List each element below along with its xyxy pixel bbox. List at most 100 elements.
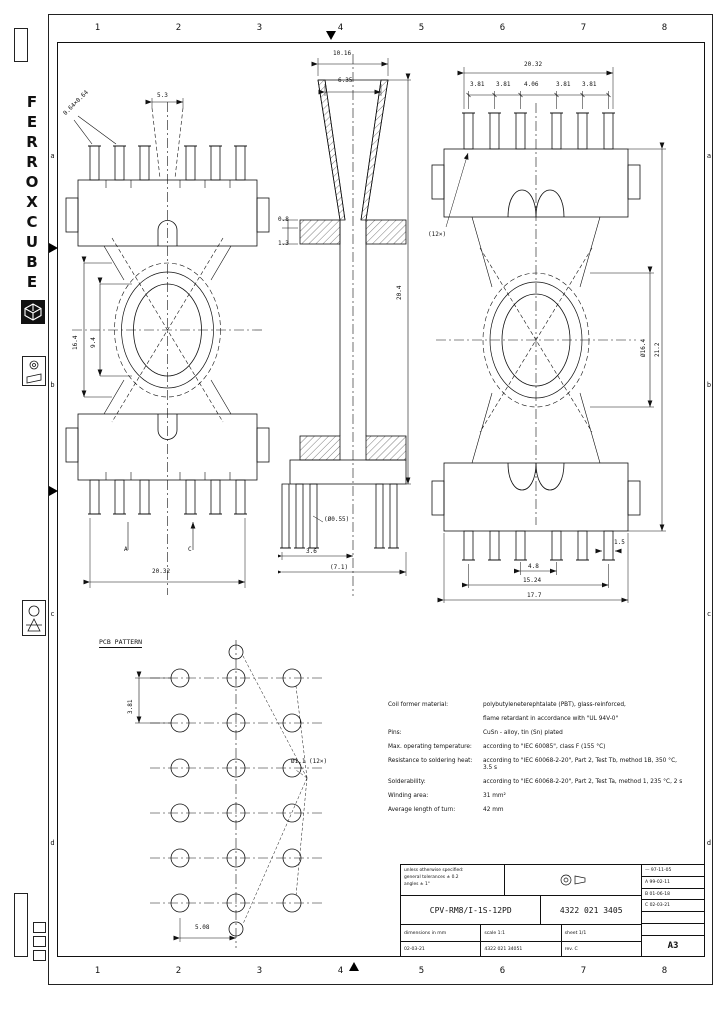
tolerance-note-line: angles ± 1° bbox=[404, 882, 430, 888]
dimension-label: Ø16.4 bbox=[640, 338, 647, 357]
title-block: unless otherwise specified:general toler… bbox=[400, 864, 705, 957]
spec-value: CuSn - alloy, tin (Sn) plated bbox=[483, 729, 563, 736]
dimension-label: 5.08 bbox=[195, 924, 210, 931]
grid-column-number: 1 bbox=[94, 966, 101, 976]
spec-value: 42 mm bbox=[483, 806, 504, 813]
grid-row-letter: d bbox=[706, 838, 712, 847]
spec-label bbox=[388, 716, 483, 723]
registration-box bbox=[33, 950, 46, 961]
revision-row bbox=[642, 912, 704, 925]
logo-letter: C bbox=[26, 213, 38, 231]
logo-letter: R bbox=[26, 153, 38, 171]
revision-row: — 97-11-05 bbox=[642, 865, 704, 877]
title-info-cell: dimensions in mm bbox=[401, 925, 482, 941]
spec-value: according to "IEC 60068-2-20", Part 2, T… bbox=[483, 757, 677, 771]
title-info-cell: 4322 021 34051 bbox=[481, 942, 562, 956]
registration-box bbox=[33, 922, 46, 933]
dimension-label: 17.7 bbox=[527, 592, 542, 599]
logo-letter: U bbox=[25, 233, 39, 251]
grid-row-letter: b bbox=[50, 381, 55, 390]
back-view-drawing bbox=[431, 67, 666, 603]
dimension-label: 3.6 bbox=[306, 548, 317, 555]
ferroxcube-logo-icon bbox=[21, 300, 45, 324]
pin-diameter-note: (Ø0.55) bbox=[324, 516, 350, 523]
fold-mark-left-2 bbox=[49, 486, 58, 496]
projection-symbol-icon bbox=[22, 356, 46, 386]
logo-letter: F bbox=[26, 93, 38, 111]
spec-label: Resistance to soldering heat: bbox=[388, 757, 473, 764]
drawing-frame bbox=[57, 42, 705, 957]
hole-diameter-note: Ø1.1 (12×) bbox=[291, 758, 328, 765]
spec-label: Pins: bbox=[388, 729, 402, 736]
logo-letter: E bbox=[26, 273, 38, 291]
spec-row: Coil former material:polybutyleneterepht… bbox=[388, 702, 688, 709]
spec-row: Average length of turn: 42 mm bbox=[388, 807, 688, 814]
grid-column-number: 2 bbox=[175, 966, 182, 976]
side-view-drawing bbox=[278, 54, 411, 596]
spec-label: Max. operating temperature: bbox=[388, 743, 472, 750]
front-view-drawing bbox=[65, 98, 270, 595]
dimension-label: (7.1) bbox=[330, 564, 349, 571]
projection-cell bbox=[505, 865, 641, 895]
tolerance-note-line: general tolerances ± 0.2 bbox=[404, 875, 459, 881]
spec-value: flame retardant in accordance with "UL 9… bbox=[483, 715, 619, 722]
logo-letter: E bbox=[26, 113, 38, 131]
revision-row: B 01-06-18 bbox=[642, 889, 704, 901]
dimension-label: 3.81 bbox=[556, 81, 571, 88]
dimension-label: 4.8 bbox=[528, 563, 539, 570]
revision-row: A 99-02-11 bbox=[642, 877, 704, 889]
title-info-cell: 02-03-21 bbox=[401, 942, 482, 956]
grid-row-letter: c bbox=[706, 609, 712, 618]
registration-box bbox=[14, 893, 28, 957]
logo-letter: R bbox=[26, 133, 38, 151]
part-name: CPV-RM8/I-1S-12PD bbox=[429, 905, 512, 915]
dimension-label: 16.4 bbox=[72, 335, 79, 350]
dimension-label: 3.81 bbox=[470, 81, 485, 88]
hatch-region bbox=[317, 79, 346, 221]
centering-mark-top bbox=[326, 31, 336, 40]
dimension-label: 9.4 bbox=[90, 337, 97, 348]
grid-strip-left: a b c d bbox=[48, 42, 57, 957]
grid-row-letter: a bbox=[50, 152, 55, 161]
spec-row: Max. operating temperature:according to … bbox=[388, 744, 688, 751]
grid-column-number: 4 bbox=[337, 966, 344, 976]
spec-row: Resistance to soldering heat: according t… bbox=[388, 758, 688, 772]
grid-column-number: 2 bbox=[175, 23, 182, 33]
spec-row: flame retardant in accordance with "UL 9… bbox=[388, 716, 688, 723]
grid-column-number: 4 bbox=[337, 23, 344, 33]
logo-letter: B bbox=[26, 253, 38, 271]
part-number: 4322 021 3405 bbox=[540, 896, 641, 924]
grid-column-number: 6 bbox=[499, 966, 506, 976]
spec-label: Average length of turn: bbox=[388, 806, 456, 813]
spec-row: Winding area: 31 mm² bbox=[388, 793, 688, 800]
grid-column-number: 1 bbox=[94, 23, 101, 33]
spec-value: 31 mm² bbox=[483, 792, 506, 799]
dimension-label: 10.16 bbox=[333, 50, 352, 57]
spec-label: Coil former material: bbox=[388, 702, 449, 708]
revision-row: C 02-03-21 bbox=[642, 900, 704, 913]
dimension-label: 3.81 bbox=[496, 81, 511, 88]
section-letter: A bbox=[124, 546, 128, 553]
spec-row: Pins: CuSn - alloy, tin (Sn) plated bbox=[388, 730, 688, 737]
hatch-region bbox=[360, 79, 389, 221]
logo-letter: X bbox=[26, 193, 38, 211]
title-info-cell: rev. C bbox=[564, 946, 578, 952]
revision-row bbox=[642, 924, 704, 936]
grid-row-letter: c bbox=[50, 609, 55, 618]
spec-label: Winding area: bbox=[388, 792, 429, 799]
centering-mark-bottom bbox=[349, 962, 359, 971]
section-letter: C bbox=[188, 546, 192, 553]
dimension-label: 20.32 bbox=[152, 568, 171, 575]
dimension-label: 3.81 bbox=[127, 699, 134, 714]
logo-letter: O bbox=[25, 173, 39, 191]
pin-count-note: (12×) bbox=[428, 231, 447, 238]
spec-label: Solderability: bbox=[388, 778, 426, 785]
grid-column-number: 3 bbox=[256, 966, 263, 976]
grid-row-letter: d bbox=[50, 838, 55, 847]
grid-row-letter: b bbox=[706, 381, 712, 390]
grid-column-number: 5 bbox=[418, 966, 425, 976]
